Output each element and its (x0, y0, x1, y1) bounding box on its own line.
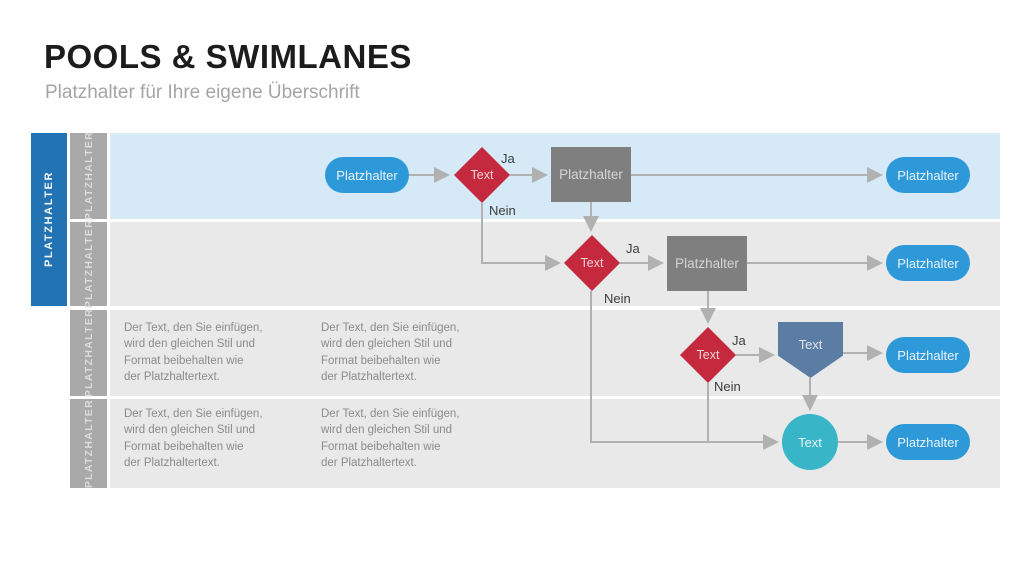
end-pill-1: Platzhalter (886, 157, 970, 193)
event-circle: Text (782, 414, 838, 470)
label-ja-3: Ja (732, 333, 746, 348)
placeholder-text-lane3-col2: Der Text, den Sie einfügen, wird den gle… (321, 322, 460, 383)
pool-label: PLATZHALTER (31, 133, 67, 306)
end-pill-3: Platzhalter (886, 337, 970, 373)
label-nein-3: Nein (714, 379, 741, 394)
process-2: Platzhalter (667, 236, 747, 291)
placeholder-text-lane3-col1: Der Text, den Sie einfügen, wird den gle… (124, 322, 263, 383)
lane-background-4 (110, 399, 1000, 488)
lane-label-1-text: PLATZHALTER (82, 131, 95, 221)
start-pill: Platzhalter (325, 157, 409, 193)
merge-shape-label: Text (798, 336, 823, 352)
placeholder-text-lane4-col1: Der Text, den Sie einfügen, wird den gle… (124, 408, 263, 469)
lane-label-4: PLATZHALTER (70, 399, 107, 488)
end-pill-2: Platzhalter (886, 245, 970, 281)
lane-label-4-text: PLATZHALTER (82, 398, 95, 489)
pool-label-text: PLATZHALTER (43, 171, 55, 268)
lane-label-3-text: PLATZHALTER (82, 308, 95, 398)
lane-label-2: PLATZHALTER (70, 219, 107, 309)
label-nein-1: Nein (489, 203, 516, 218)
placeholder-text-lane4-col2: Der Text, den Sie einfügen, wird den gle… (321, 408, 460, 469)
lane-label-1: PLATZHALTER (70, 131, 107, 221)
page-title: POOLS & SWIMLANES (44, 38, 412, 75)
label-nein-2: Nein (604, 291, 631, 306)
lane-label-2-text: PLATZHALTER (82, 219, 95, 309)
lane-background-2 (110, 222, 1000, 306)
lane-label-3: PLATZHALTER (70, 308, 107, 398)
end-pill-4: Platzhalter (886, 424, 970, 460)
process-1: Platzhalter (551, 147, 631, 202)
label-ja-1: Ja (501, 151, 515, 166)
page-subtitle: Platzhalter für Ihre eigene Überschrift (45, 82, 360, 103)
label-ja-2: Ja (626, 241, 640, 256)
